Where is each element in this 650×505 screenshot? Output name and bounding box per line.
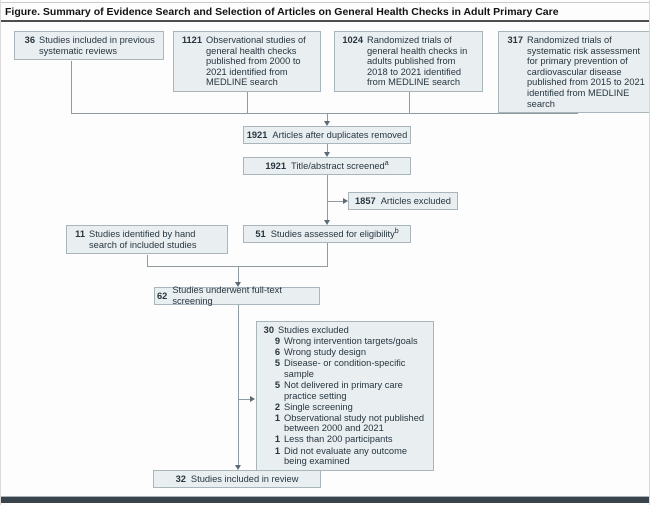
count: 1121 (181, 35, 202, 45)
count: 51 (255, 228, 266, 239)
box-observational-studies: 1121 Observational studies of general he… (173, 31, 321, 92)
box-text: Studies identified by hand search of inc… (89, 229, 197, 250)
excluded-reason-row: 5 Disease- or condition-specific sample (268, 358, 429, 379)
box-studies-excluded: 30 Studies excluded 9 Wrong intervention… (256, 321, 434, 472)
connector-line (327, 175, 328, 220)
box-hand-search: 11 Studies identified by hand search of … (66, 225, 228, 255)
reason-text: Less than 200 participants (284, 434, 393, 445)
box-randomized-trials-risk-assessment: 317 Randomized trials of systematic risk… (498, 31, 649, 114)
connector-line (327, 144, 328, 153)
excluded-reason-row: 2 Single screening (268, 402, 429, 413)
reason-text: Wrong intervention targets/goals (284, 336, 418, 347)
connector-line (327, 113, 328, 122)
box-text: Studies assessed for eligibilityb (270, 227, 399, 239)
count: 62 (157, 290, 168, 301)
footnote-marker: b (394, 227, 399, 235)
box-text: Studies included in previous systematic … (39, 35, 155, 56)
figure-title: Figure. Summary of Evidence Search and S… (5, 6, 559, 18)
excluded-reason-row: 9 Wrong intervention targets/goals (268, 336, 429, 347)
connector-line (147, 255, 148, 266)
connector-line (71, 113, 578, 114)
title-rule (1, 20, 649, 22)
box-included-in-review: 32 Studies included in review (153, 470, 321, 488)
count: 36 (24, 35, 35, 45)
box-text: Articles after duplicates removed (272, 129, 408, 140)
excluded-reason-row: 1 Observational study not published betw… (268, 413, 429, 434)
box-text: Title/abstract screeneda (291, 159, 389, 171)
footnote-marker: a (384, 159, 389, 167)
arrow-down-icon (324, 220, 330, 225)
box-text: Randomized trials of systematic risk ass… (527, 35, 645, 109)
box-articles-excluded: 1857 Articles excluded (348, 192, 458, 210)
arrow-down-icon (324, 121, 330, 126)
box-assessed-eligibility: 51 Studies assessed for eligibilityb (243, 225, 411, 243)
connector-line (238, 399, 251, 400)
excluded-reason-row: 5 Not delivered in primary care practice… (268, 380, 429, 401)
reason-text: Observational study not published betwee… (284, 412, 425, 434)
reason-text: Did not evaluate any outcome being exami… (284, 445, 408, 467)
box-text: Observational studies of general health … (206, 35, 306, 88)
connector-line (327, 201, 343, 202)
count: 9 (274, 336, 280, 347)
box-randomized-trials-health-checks: 1024 Randomized trials of general health… (334, 31, 483, 92)
count: 317 (507, 35, 523, 45)
count: 1 (274, 434, 280, 445)
connector-line (238, 305, 239, 465)
count: 1 (274, 445, 280, 456)
arrow-down-icon (235, 282, 241, 287)
reason-text: Disease- or condition-specific sample (284, 358, 406, 379)
bottom-border-bar (1, 496, 649, 503)
arrow-right-icon (343, 198, 348, 204)
box-full-text-screening: 62 Studies underwent full-text screening (154, 285, 320, 306)
connector-line (71, 61, 72, 113)
box-text: Articles excluded (380, 195, 451, 206)
reason-text: Not delivered in primary care practice s… (284, 379, 403, 401)
box-duplicates-removed: 1921 Articles after duplicates removed (243, 126, 411, 144)
box-previous-systematic-reviews: 36 Studies included in previous systemat… (14, 31, 164, 61)
excluded-reason-row: 1 Did not evaluate any outcome being exa… (268, 446, 429, 467)
arrow-down-icon (235, 465, 241, 470)
count: 5 (274, 379, 280, 390)
count: 32 (175, 473, 186, 484)
count: 5 (274, 358, 280, 369)
box-text: Studies included in review (190, 473, 299, 484)
count: 1 (274, 412, 280, 423)
excluded-reason-row: 6 Wrong study design (268, 347, 429, 358)
count: 11 (75, 229, 85, 239)
connector-line (327, 243, 328, 266)
box-text: Studies underwent full-text screening (172, 285, 282, 306)
count: 2 (274, 401, 280, 412)
arrow-down-icon (324, 152, 330, 157)
box-text: Randomized trials of general health chec… (367, 35, 468, 88)
excluded-header-row: 30 Studies excluded (261, 325, 429, 336)
arrow-right-icon (250, 396, 255, 402)
box-text: Studies excluded (278, 325, 349, 335)
top-border-line (1, 2, 649, 3)
count: 1024 (342, 35, 363, 45)
box-title-abstract-screened: 1921 Title/abstract screeneda (243, 157, 411, 175)
excluded-reason-row: 1 Less than 200 participants (268, 434, 429, 445)
count: 6 (274, 347, 280, 358)
connector-line (147, 266, 328, 267)
count: 1857 (355, 195, 376, 206)
connector-line (238, 266, 239, 282)
count: 30 (263, 325, 274, 335)
connector-line (409, 83, 410, 113)
connector-line (247, 83, 248, 113)
reason-text: Single screening (284, 401, 353, 412)
reason-text: Wrong study design (284, 347, 366, 358)
count: 1921 (265, 160, 287, 171)
count: 1921 (246, 129, 268, 140)
